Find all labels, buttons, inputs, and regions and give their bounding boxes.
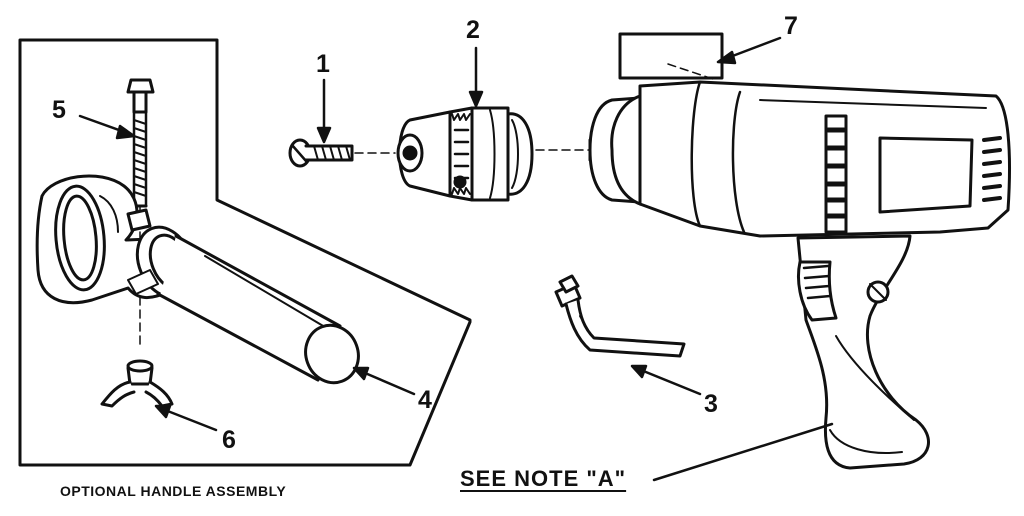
side-handle-part — [35, 174, 360, 385]
drill-body — [588, 80, 1011, 470]
handle-assembly-border — [18, 38, 472, 467]
callout-7: 7 — [784, 12, 798, 40]
bolt-part — [126, 78, 155, 208]
callout-3: 3 — [704, 390, 718, 418]
callout-1: 1 — [316, 50, 330, 78]
callout-6: 6 — [222, 426, 236, 454]
callout-4: 4 — [418, 386, 432, 414]
optional-handle-caption: OPTIONAL HANDLE ASSEMBLY — [60, 483, 287, 499]
callout-2: 2 — [466, 16, 480, 44]
chuck-key-part — [554, 274, 686, 358]
see-note-caption: SEE NOTE "A" — [460, 466, 627, 491]
callout-5: 5 — [52, 96, 66, 124]
chuck-screw-part — [288, 138, 354, 168]
chuck-part — [396, 106, 534, 202]
leader-lines — [78, 36, 834, 482]
wing-nut-part — [100, 359, 174, 408]
label-plate-part — [618, 32, 724, 81]
